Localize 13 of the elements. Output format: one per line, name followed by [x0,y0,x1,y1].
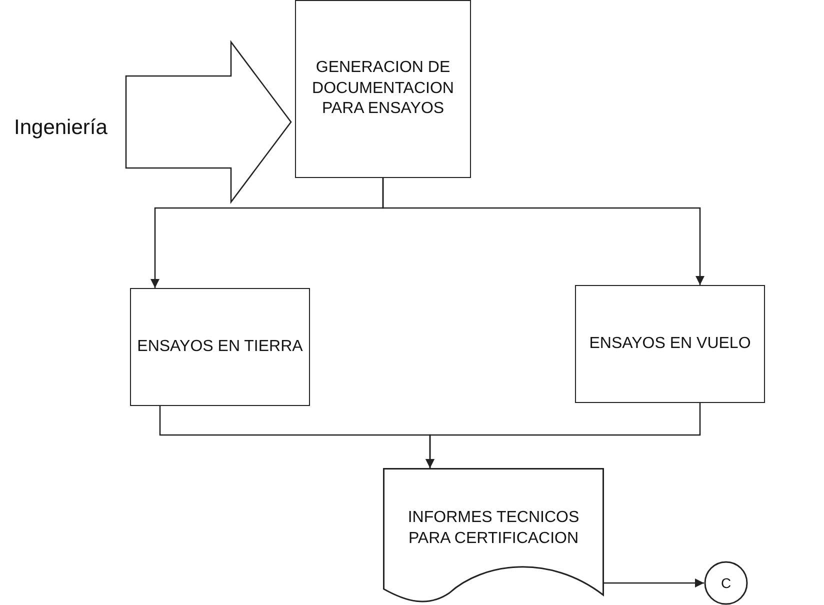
arrow [604,578,704,588]
source-label: Ingeniería [13,115,108,142]
block-arrow [125,40,292,204]
node-label: INFORMES TECNICOS PARA CERTIFICACION [406,508,580,549]
arrow [382,178,704,285]
node-label: ENSAYOS EN VUELO [588,334,752,354]
process-box [130,288,310,406]
node-label: GENERACION DE DOCUMENTACION PARA ENSAYOS [311,58,455,120]
node-label: ENSAYOS EN TIERRA [136,336,304,357]
process-box [575,285,765,403]
arrow [426,403,701,468]
process-box [295,0,471,178]
node-label: C [720,574,732,592]
